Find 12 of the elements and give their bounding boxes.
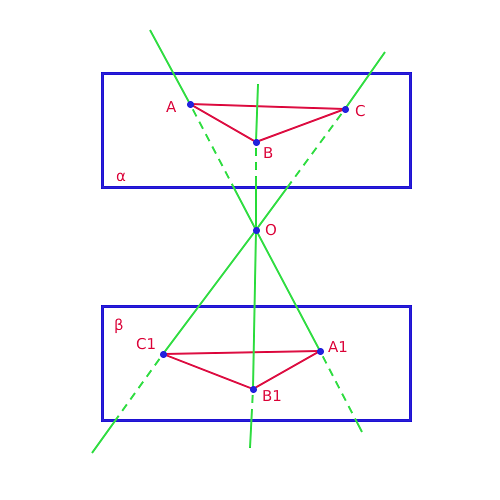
plane-rectangle	[101, 72, 412, 189]
plane-label: β	[114, 317, 124, 333]
point-label: C1	[136, 336, 156, 352]
point-label: B	[263, 145, 274, 161]
plane-rectangle	[101, 305, 412, 422]
point-label: C	[355, 103, 366, 119]
point-label: O	[265, 222, 277, 238]
line-extension	[149, 30, 191, 104]
plane-label: α	[116, 168, 126, 184]
point-label: B1	[262, 388, 282, 404]
point-label: A	[166, 99, 176, 115]
point-label: A1	[328, 339, 348, 355]
